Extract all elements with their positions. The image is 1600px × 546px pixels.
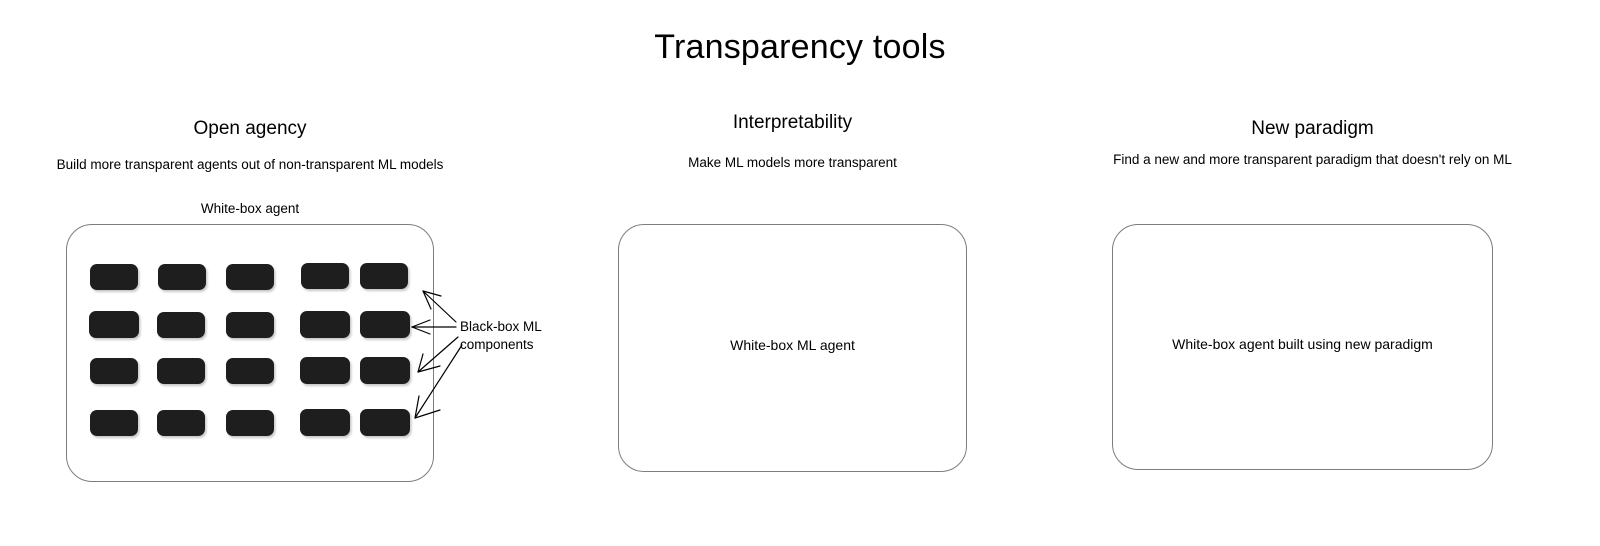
black-box-chip [360, 263, 408, 289]
black-box-chip [90, 264, 138, 290]
column-subtitle-open-agency: Build more transparent agents out of non… [56, 157, 444, 172]
black-box-chip [226, 410, 274, 436]
column-title-interpretability: Interpretability [732, 112, 853, 133]
black-box-chip [226, 358, 274, 384]
black-box-chip [301, 263, 349, 289]
black-box-chip [360, 409, 410, 436]
column-title-open-agency: Open agency [193, 118, 307, 139]
black-box-chip [90, 410, 138, 436]
column-subtitle-interpretability: Make ML models more transparent [688, 155, 897, 170]
white-box-ml-agent-container: White-box ML agent [618, 224, 967, 472]
white-box-agent-caption: White-box agent [200, 201, 300, 216]
black-box-chip [360, 357, 410, 384]
column-open-agency: Open agency Build more transparent agent… [0, 0, 500, 546]
new-paradigm-agent-container: White-box agent built using new paradigm [1112, 224, 1493, 470]
black-box-chip [158, 264, 206, 290]
column-new-paradigm: New paradigm Find a new and more transpa… [1040, 0, 1585, 546]
black-box-chip [300, 409, 350, 436]
white-box-ml-agent-label: White-box ML agent [730, 337, 855, 353]
black-box-chip [226, 312, 274, 338]
column-subtitle-new-paradigm: Find a new and more transparent paradigm… [1113, 152, 1512, 167]
new-paradigm-agent-label: White-box agent built using new paradigm [1172, 336, 1433, 352]
black-box-chip [89, 311, 139, 338]
black-box-chip [300, 311, 350, 338]
black-box-chip [360, 311, 410, 338]
page-title: Transparency tools [654, 28, 946, 66]
black-box-chip [157, 410, 205, 436]
black-box-components-annotation: Black-box ML components [460, 319, 542, 352]
black-box-chip [90, 358, 138, 384]
black-box-chip [300, 357, 350, 384]
black-box-chip [157, 358, 205, 384]
black-box-chip [157, 312, 205, 338]
black-box-chip [226, 264, 274, 290]
column-interpretability: Interpretability Make ML models more tra… [550, 0, 1035, 546]
column-title-new-paradigm: New paradigm [1251, 118, 1374, 139]
